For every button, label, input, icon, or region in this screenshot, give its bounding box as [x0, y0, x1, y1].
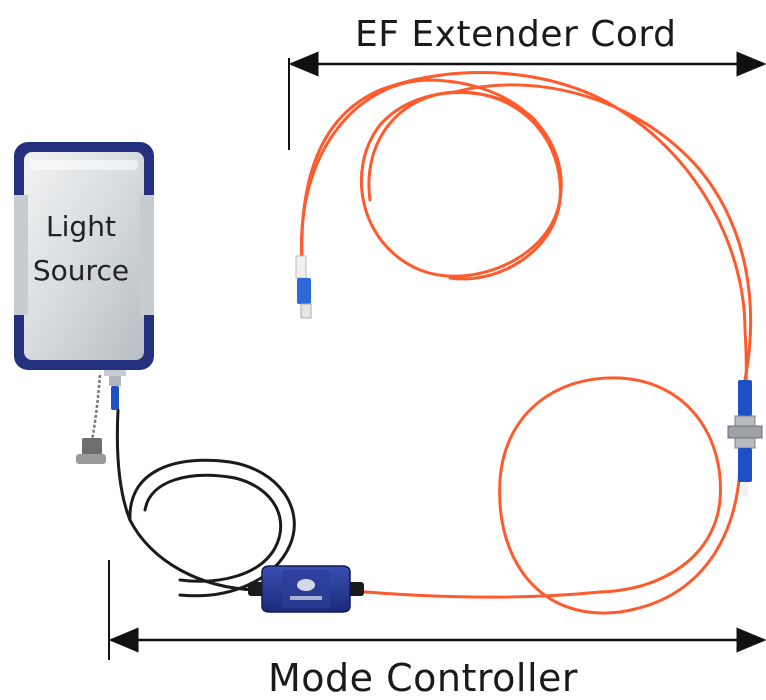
mode-controller-label: Mode Controller	[268, 656, 579, 700]
mode-controller-device	[248, 565, 364, 613]
orange-fiber-cord	[299, 71, 753, 615]
light-source-label: Light Source	[20, 205, 142, 293]
ls-connector-icon	[104, 368, 126, 410]
light-source-label-line1: Light	[46, 210, 116, 243]
lc-connector-icon	[295, 255, 312, 319]
mode-controller-dimension	[108, 560, 766, 660]
light-source-device	[14, 142, 154, 370]
fiber-adapter-icon	[727, 380, 763, 496]
patch-connector-icon	[76, 374, 106, 464]
extender-cord-label: EF Extender Cord	[355, 14, 677, 55]
extender-cord-dimension	[288, 51, 766, 150]
light-source-label-line2: Source	[32, 254, 130, 287]
